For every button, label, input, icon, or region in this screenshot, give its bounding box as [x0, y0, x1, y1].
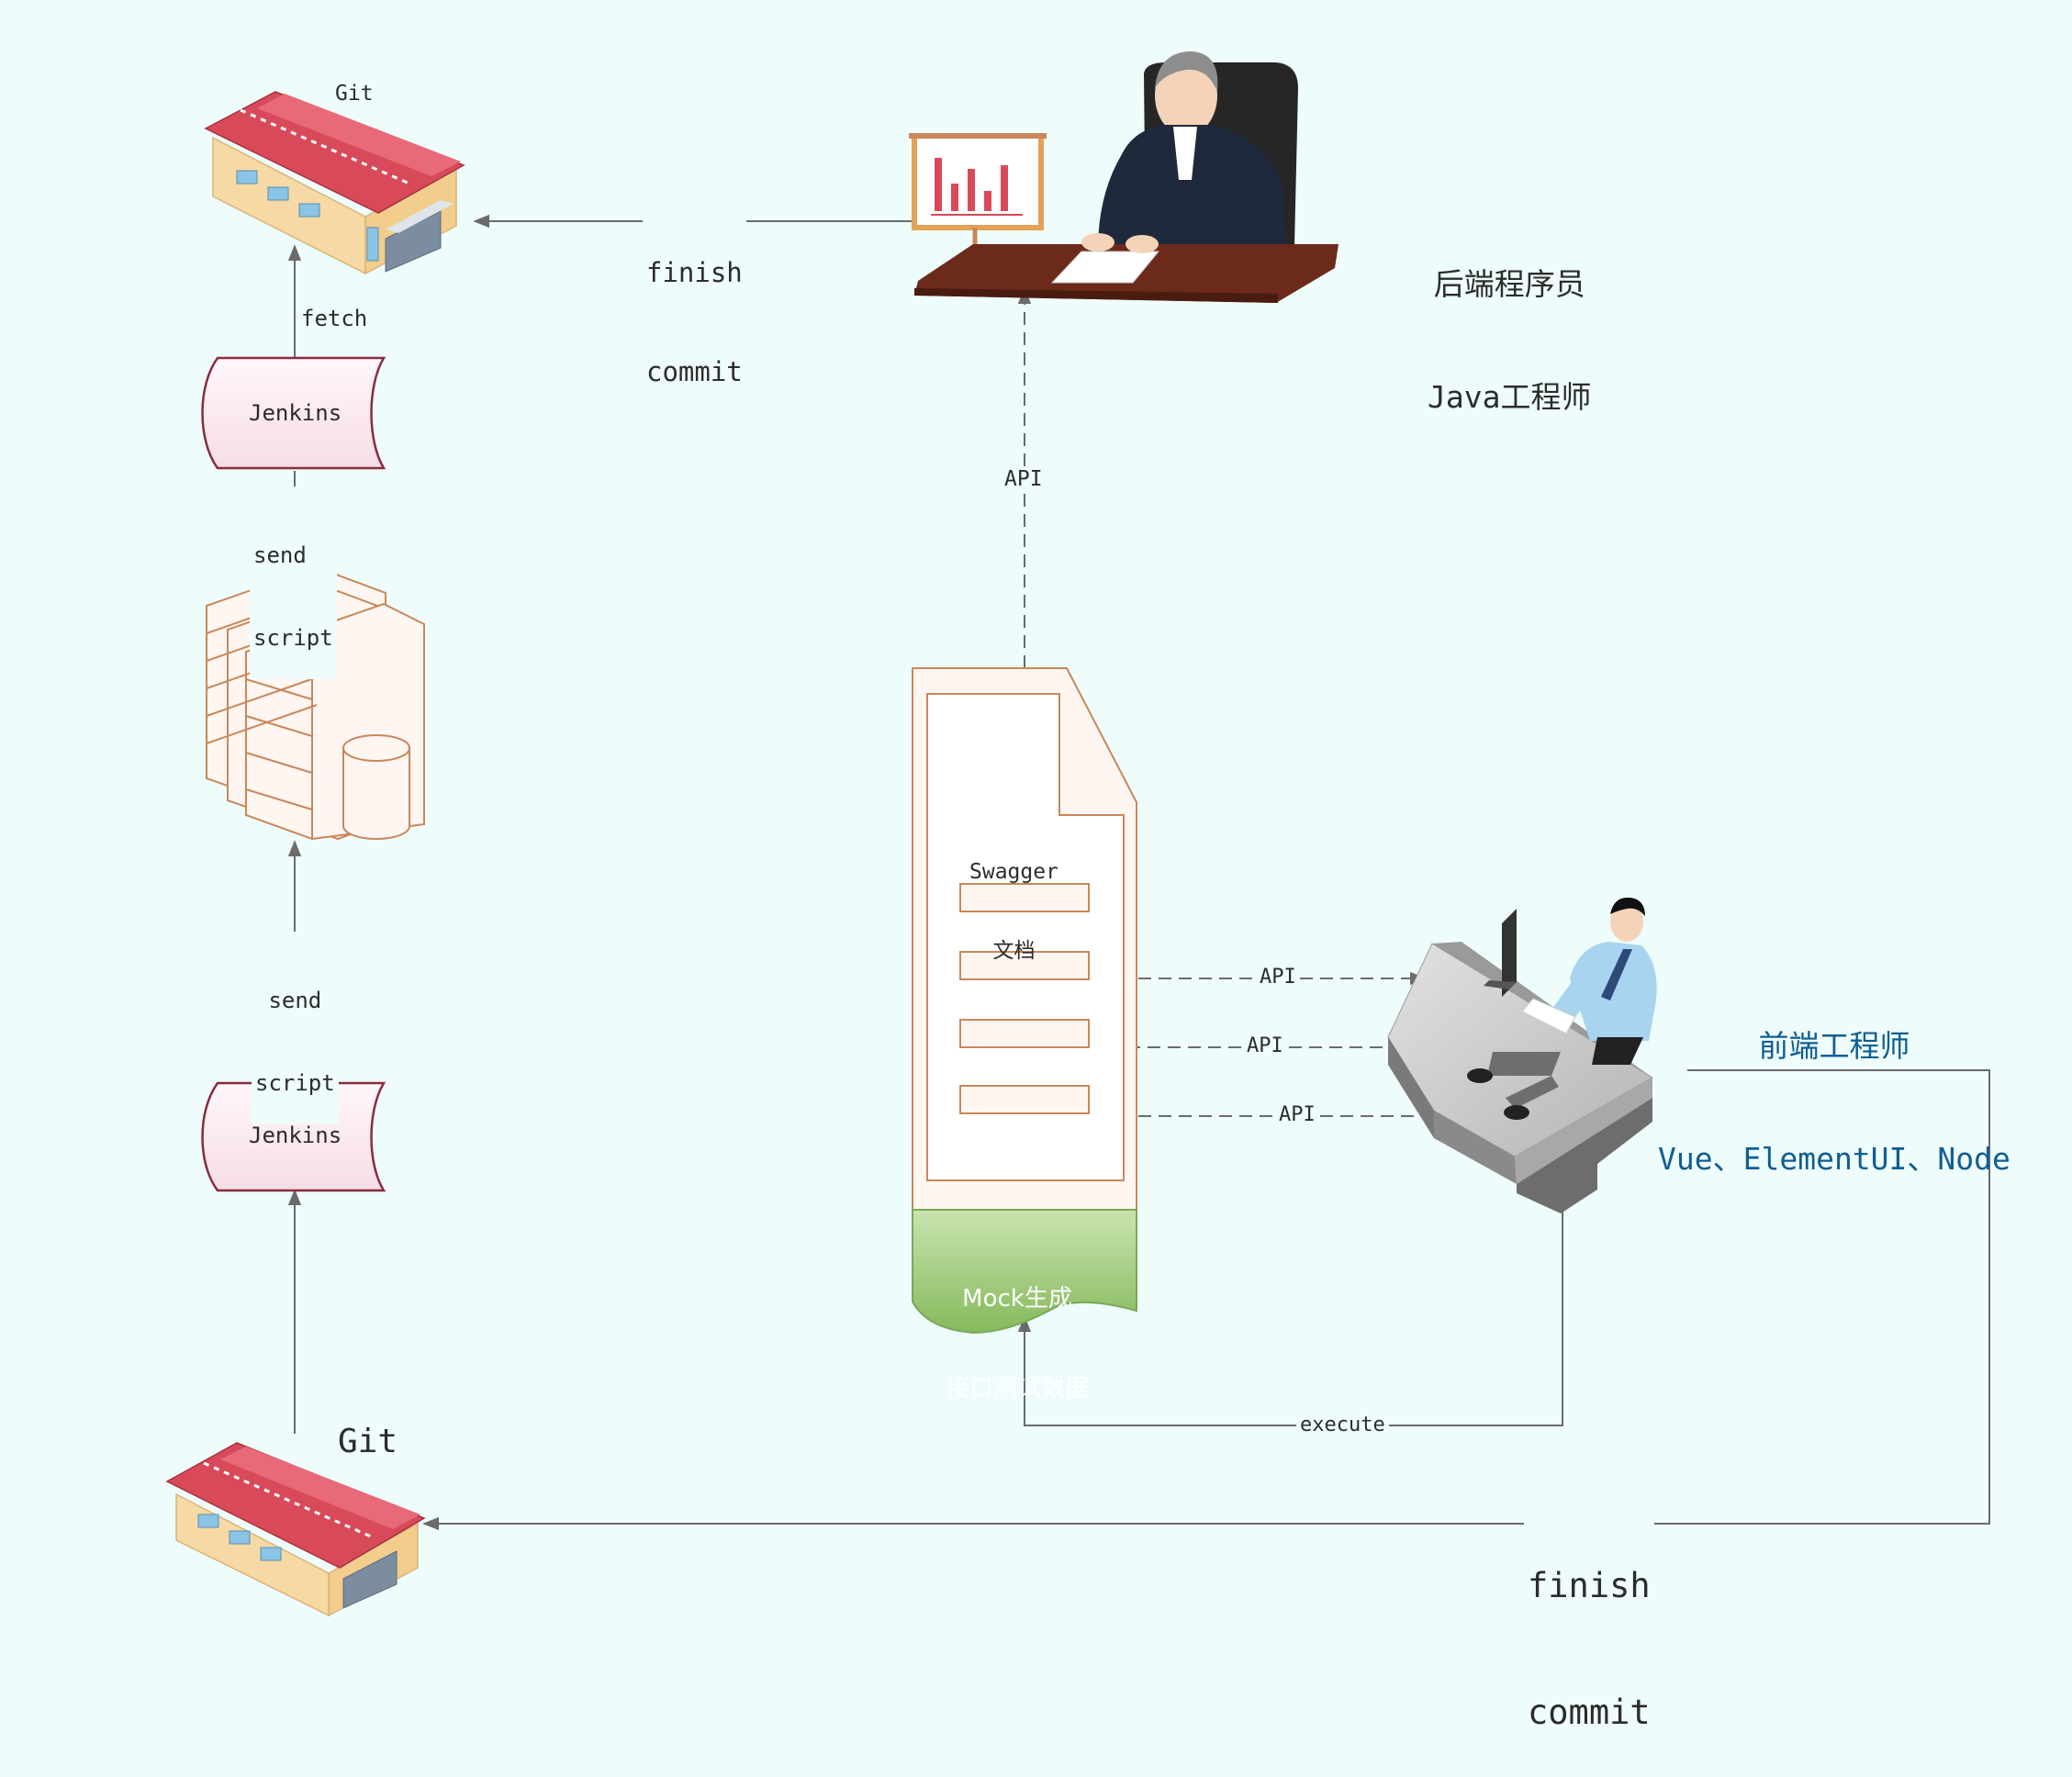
api-1-label: API — [1256, 965, 1300, 990]
frontend-role-label: 前端工程师 Vue、ElementUI、Node — [1658, 1027, 2010, 1178]
git-top-label: Git — [335, 82, 374, 106]
api-3-label: API — [1275, 1102, 1319, 1128]
execute-label: execute — [1296, 1413, 1389, 1438]
jenkins-bottom-label: Jenkins — [249, 1123, 342, 1148]
backend-role-label: 后端程序员 Java工程师 — [1428, 265, 1592, 416]
edge-frontend-commit — [422, 1069, 1990, 1531]
backend-commit-label: finish commit — [643, 189, 746, 422]
git-bottom-label: Git — [338, 1423, 398, 1460]
diagram-canvas — [165, 51, 1990, 1617]
fetch-label: fetch — [297, 305, 372, 332]
frontend-commit-label: finish commit — [1524, 1480, 1654, 1777]
api-2-label: API — [1243, 1034, 1287, 1059]
swagger-api-up-label: API — [1001, 466, 1047, 493]
swagger-label: Swagger 文档 — [969, 859, 1058, 963]
edges — [287, 214, 1990, 1531]
swagger-document — [912, 667, 1137, 1211]
edge-execute — [1017, 1208, 1563, 1426]
send-script-bottom-label: send script — [252, 932, 339, 1124]
git-warehouse-top — [204, 91, 465, 275]
jenkins-box-top — [201, 356, 386, 470]
mock-data-box — [912, 1209, 1137, 1335]
git-warehouse-bottom — [165, 1442, 426, 1617]
jenkins-top-label: Jenkins — [249, 400, 342, 426]
backend-programmer-illustration — [909, 51, 1338, 303]
send-script-top-label: send script — [250, 486, 337, 679]
mock-label: Mock生成 接口测试数据 — [946, 1285, 1090, 1403]
frontend-engineer-illustration — [1387, 897, 1657, 1213]
